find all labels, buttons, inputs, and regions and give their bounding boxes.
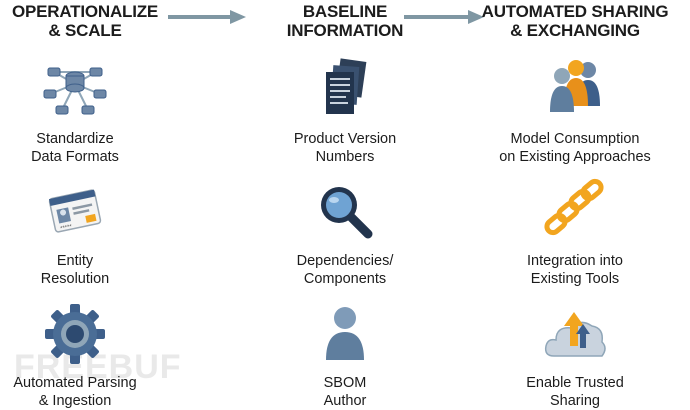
- item-entity-resolution: ***** Entity Resolution: [0, 176, 150, 288]
- chain-link-icon: [544, 178, 604, 236]
- person-icon: [326, 307, 364, 360]
- svg-text:*****: *****: [60, 224, 73, 232]
- id-card-icon: *****: [48, 189, 102, 233]
- magnifier-icon: [321, 187, 373, 239]
- item-standardize-data-formats: Standardize Data Formats: [0, 54, 150, 166]
- item-label: Standardize Data Formats: [31, 131, 119, 165]
- watermark-text: FREEBUF: [14, 348, 182, 386]
- network-nodes-icon: [43, 67, 107, 115]
- item-product-version-numbers: Product Version Numbers: [230, 54, 460, 166]
- item-automated-parsing: Automated Parsing & Ingestion: [0, 298, 150, 410]
- item-label: Entity Resolution: [40, 253, 110, 287]
- cloud-upload-icon: [544, 312, 606, 357]
- item-label: Integration into Existing Tools: [527, 253, 623, 287]
- item-label: Product Version Numbers: [293, 131, 397, 165]
- item-model-consumption: Model Consumption on Existing Approaches: [460, 54, 690, 166]
- column-heading: AUTOMATED SHARING & EXCHANGING: [481, 2, 669, 40]
- column-heading: BASELINE INFORMATION: [286, 2, 404, 40]
- item-label: Automated Parsing & Ingestion: [13, 375, 137, 409]
- item-label: Dependencies/ Components: [296, 253, 394, 287]
- item-label: Enable Trusted Sharing: [526, 375, 624, 409]
- column-heading: OPERATIONALIZE & SCALE: [11, 2, 159, 40]
- item-sbom-author: SBOM Author: [230, 298, 460, 410]
- flow-arrow-2: [404, 10, 484, 24]
- column-automated-sharing: AUTOMATED SHARING & EXCHANGING Model Con…: [460, 0, 690, 409]
- item-label: SBOM Author: [323, 375, 367, 409]
- flow-arrow-1: [168, 10, 246, 24]
- column-baseline: BASELINE INFORMATION Product Version Num…: [230, 0, 460, 409]
- item-enable-trusted-sharing: Enable Trusted Sharing: [460, 298, 690, 410]
- gear-icon: [45, 304, 105, 364]
- item-label: Model Consumption on Existing Approaches: [499, 131, 651, 165]
- people-group-icon: [550, 60, 600, 112]
- column-operationalize: OPERATIONALIZE & SCALE Standardize Da: [0, 0, 230, 409]
- item-integration-tools: Integration into Existing Tools: [460, 176, 690, 288]
- document-stack-icon: [326, 58, 367, 114]
- item-dependencies-components: Dependencies/ Components: [230, 176, 460, 288]
